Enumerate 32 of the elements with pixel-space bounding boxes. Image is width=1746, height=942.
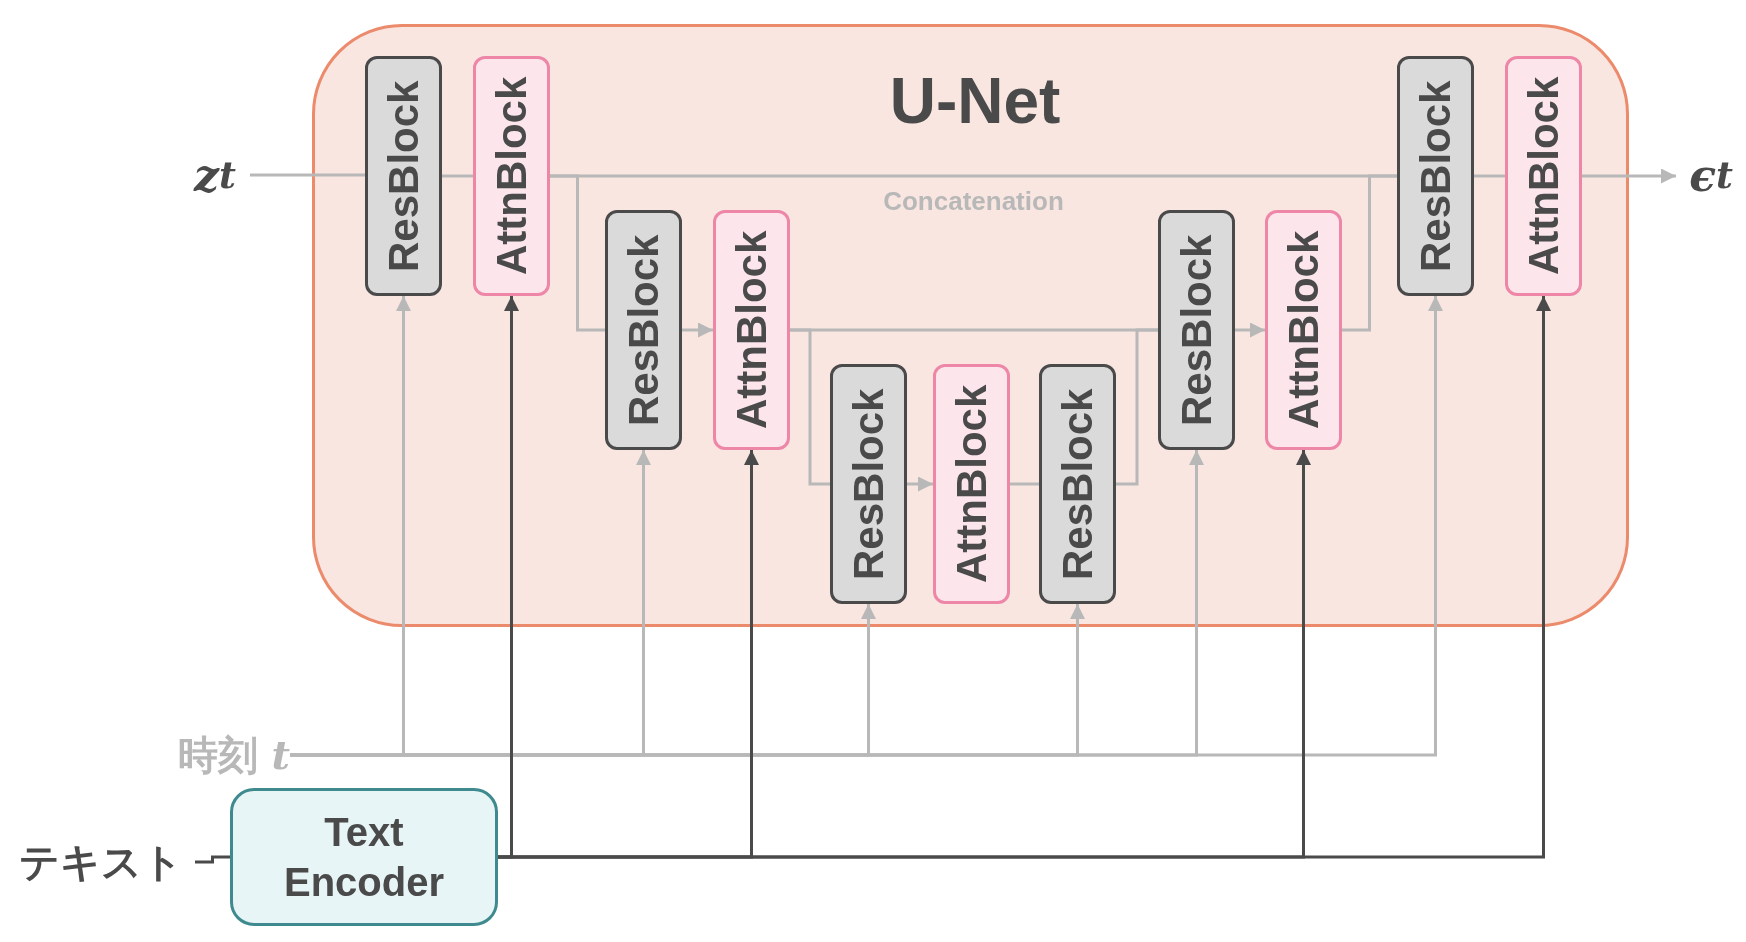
arrow	[1582, 168, 1676, 184]
arrow	[907, 476, 933, 492]
encoder-box: Text Encoder	[230, 788, 498, 926]
connector-line	[1342, 174, 1397, 332]
edge-label: Concatenation	[882, 186, 1065, 217]
input-label: 時刻 t	[130, 725, 290, 785]
connector-line	[250, 173, 365, 177]
attnblock-box: AttnBlock	[1505, 56, 1582, 296]
attnblock-box: AttnBlock	[473, 56, 550, 296]
attnblock-box: AttnBlock	[713, 210, 790, 450]
arrow	[290, 296, 1443, 757]
arrow	[1235, 322, 1265, 338]
connector-line	[1116, 328, 1158, 486]
connector-line	[195, 855, 230, 864]
resblock-box: ResBlock	[365, 56, 442, 296]
connector-line	[1010, 482, 1039, 486]
arrow	[682, 322, 713, 338]
network-panel	[312, 24, 1629, 627]
input-label: テキスト	[0, 830, 195, 894]
resblock-box: ResBlock	[605, 210, 682, 450]
resblock-box: ResBlock	[830, 364, 907, 604]
connector-line	[790, 328, 830, 486]
arrow	[498, 296, 1551, 859]
resblock-box: ResBlock	[1397, 56, 1474, 296]
resblock-box: ResBlock	[1039, 364, 1116, 604]
attnblock-box: AttnBlock	[933, 364, 1010, 604]
attnblock-box: AttnBlock	[1265, 210, 1342, 450]
resblock-box: ResBlock	[1158, 210, 1235, 450]
connector-line	[550, 174, 605, 332]
panel-title: U-Net	[888, 69, 1062, 133]
connector-line	[1474, 174, 1505, 178]
connector-line	[442, 174, 473, 178]
